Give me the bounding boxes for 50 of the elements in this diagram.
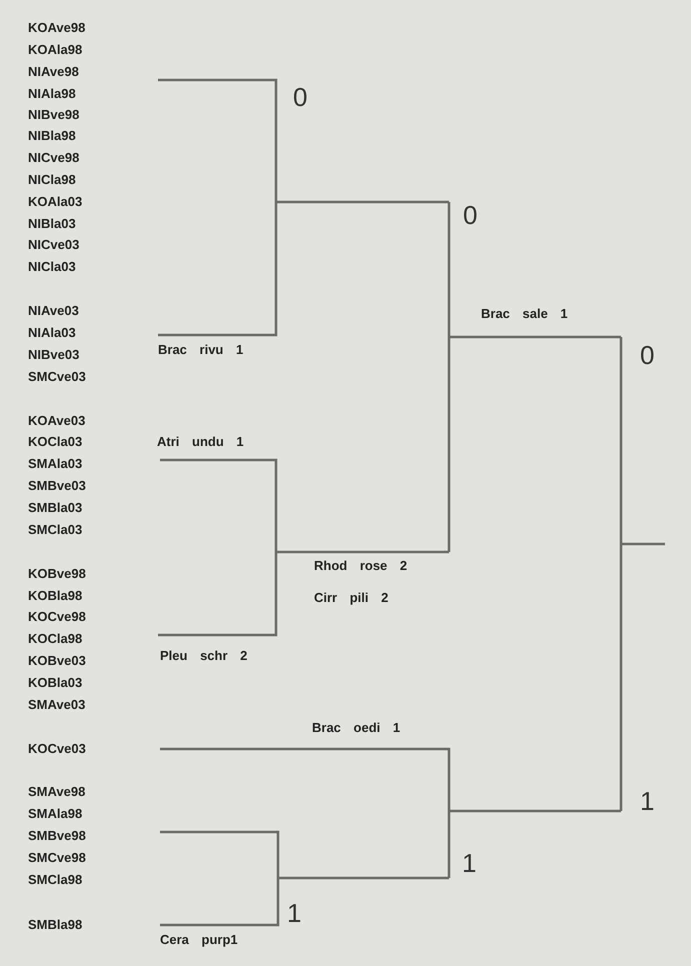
cluster-value: 1: [640, 788, 654, 814]
sample-label: KOAla03: [28, 195, 82, 208]
taxon-label: Atri undu 1: [157, 435, 244, 448]
sample-label: NIBla03: [28, 217, 76, 230]
sample-label: SMAve98: [28, 785, 86, 798]
sample-label: SMBla98: [28, 918, 82, 931]
sample-label: KOBve03: [28, 654, 86, 667]
cluster-value: 0: [640, 342, 654, 368]
sample-label: KOBla03: [28, 676, 82, 689]
cluster-value: 0: [463, 202, 478, 228]
sample-label: KOBla98: [28, 589, 82, 602]
cluster-value: 1: [287, 900, 302, 926]
sample-label: NICla98: [28, 173, 76, 186]
taxon-label: Brac rivu 1: [158, 343, 244, 356]
sample-label: SMCla03: [28, 523, 82, 536]
taxon-label: Cera purp1: [160, 933, 238, 946]
sample-label: NICve03: [28, 238, 80, 251]
sample-label: NIBve03: [28, 348, 80, 361]
sample-label: NICla03: [28, 260, 76, 273]
sample-label: KOCla03: [28, 435, 82, 448]
sample-label: SMBve98: [28, 829, 86, 842]
sample-label: SMAla98: [28, 807, 82, 820]
cluster-value: 0: [293, 84, 308, 110]
sample-label: SMAve03: [28, 698, 86, 711]
sample-label: NIBve98: [28, 108, 80, 121]
taxon-label: Cirr pili 2: [314, 591, 388, 604]
sample-label: SMBla03: [28, 501, 82, 514]
taxon-label: Rhod rose 2: [314, 559, 408, 572]
sample-label: KOAla98: [28, 43, 82, 56]
taxon-label: Brac sale 1: [481, 307, 568, 320]
sample-label: SMCla98: [28, 873, 82, 886]
sample-label: KOBve98: [28, 567, 86, 580]
sample-label: NICve98: [28, 151, 80, 164]
sample-label: SMAla03: [28, 457, 82, 470]
sample-label: KOCve03: [28, 742, 86, 755]
sample-label: NIAve03: [28, 304, 79, 317]
sample-label: NIAve98: [28, 65, 79, 78]
sample-label: SMCve03: [28, 370, 86, 383]
sample-label: KOCve98: [28, 610, 86, 623]
sample-label: SMCve98: [28, 851, 86, 864]
sample-label: NIAla03: [28, 326, 76, 339]
sample-label: KOAve98: [28, 21, 86, 34]
sample-label: KOCla98: [28, 632, 82, 645]
sample-label: NIAla98: [28, 87, 76, 100]
cluster-value: 1: [462, 850, 476, 876]
sample-label: KOAve03: [28, 414, 86, 427]
sample-label: SMBve03: [28, 479, 86, 492]
sample-label: NIBla98: [28, 129, 76, 142]
taxon-label: Pleu schr 2: [160, 649, 248, 662]
taxon-label: Brac oedi 1: [312, 721, 400, 734]
